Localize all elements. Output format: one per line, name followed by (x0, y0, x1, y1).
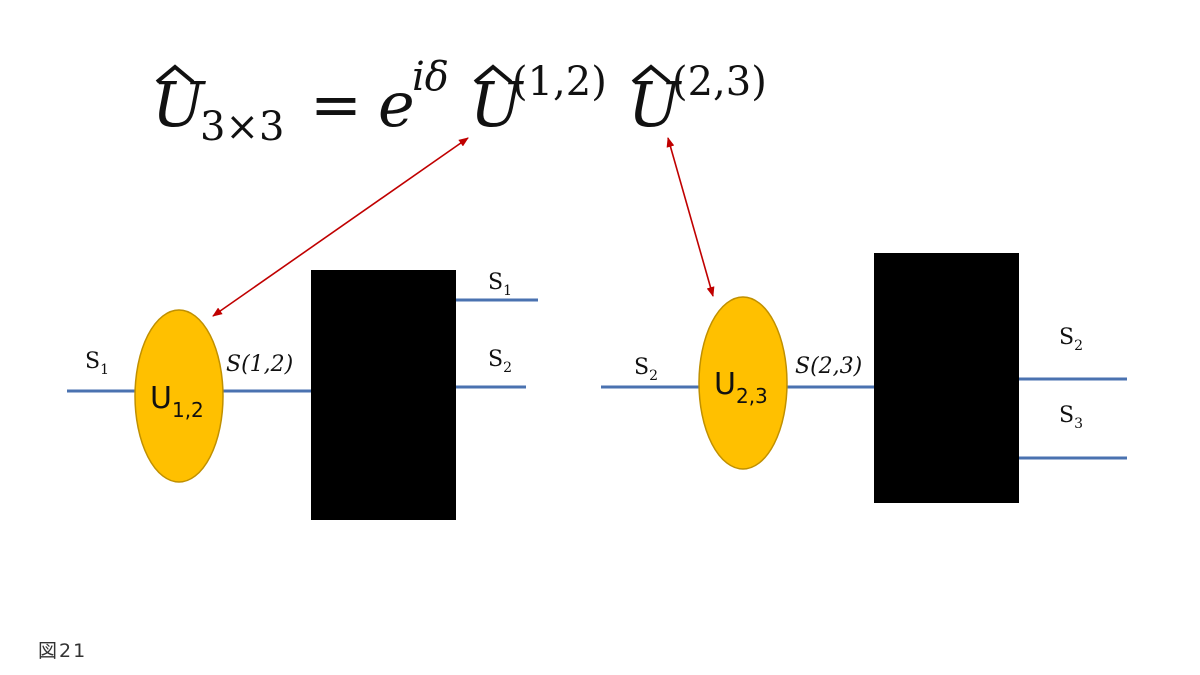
u12-ellipse (134, 309, 224, 483)
left-output-top-label: S1 (488, 270, 512, 299)
equals-sign: = (310, 68, 362, 141)
exp-power: iδ (412, 54, 449, 100)
u23-label: U2,3 (714, 367, 768, 408)
arrow-op2-to-u23 (666, 137, 715, 297)
left-middle-label: S(1,2) (226, 352, 293, 377)
left-input-label: S1 (85, 349, 109, 378)
right-block: U2,3 S2 S(2,3) S2 S3 (601, 253, 1127, 503)
exp-base: e (378, 68, 415, 141)
lhs-subscript: 3×3 (200, 104, 284, 150)
left-output-bottom-label: S2 (488, 347, 512, 376)
right-black-box (874, 253, 1019, 503)
lhs-hat (155, 64, 195, 84)
figure-caption: 図21 (38, 640, 88, 662)
right-middle-label: S(2,3) (795, 354, 862, 379)
equation: U 3×3 = e iδ U (1,2) U (2,3) (152, 54, 767, 150)
op1-hat (473, 64, 513, 84)
right-input-label: S2 (634, 355, 658, 384)
op2-hat (631, 64, 671, 84)
op1-superscript: (1,2) (512, 59, 607, 105)
op2-superscript: (2,3) (672, 59, 767, 105)
arrow-op1-to-u12 (212, 137, 469, 317)
right-output-top-label: S2 (1059, 325, 1083, 354)
u12-label: U1,2 (150, 381, 204, 422)
u23-ellipse (698, 296, 788, 470)
left-black-box (311, 270, 456, 520)
right-output-bottom-label: S3 (1059, 403, 1083, 432)
left-block: U1,2 S1 S(1,2) S1 S2 (67, 270, 538, 520)
